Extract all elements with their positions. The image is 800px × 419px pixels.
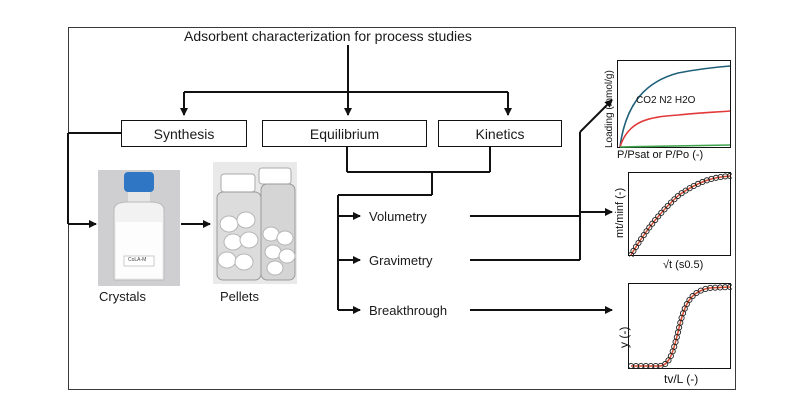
curve-marker [652, 216, 659, 224]
pellets-photo [213, 162, 297, 284]
curve-marker [661, 206, 668, 213]
isotherm-legend-text: CO2 N2 H2O [636, 95, 696, 106]
crystals-photo: CoLA-M [98, 170, 180, 286]
curve-marker [674, 192, 681, 200]
isotherm-xlabel: P/Psat or P/Po (-) [617, 149, 704, 161]
isotherm-curves [619, 65, 731, 148]
curve-marker [726, 173, 732, 180]
isotherm-ylabel: Loading (mmol/g) [604, 70, 615, 148]
pellets-jars-image [213, 162, 297, 284]
kinetics-label: Kinetics [475, 125, 525, 142]
synthesis-label: Synthesis [153, 125, 215, 142]
breakthrough-curve [629, 284, 732, 370]
curve-marker [649, 220, 656, 227]
curve-marker [643, 228, 650, 235]
pellets-label: Pellets [220, 289, 260, 304]
jar-label: CoLA-M [128, 257, 147, 263]
figure-title: Adsorbent characterization for process s… [184, 28, 472, 44]
uptake-ylabel: mt/minf (-) [614, 187, 626, 238]
equilibrium-box: Equilibrium [262, 120, 427, 147]
curve-marker [658, 209, 665, 216]
n2-curve [619, 110, 731, 148]
gravimetry-label: Gravimetry [369, 253, 433, 268]
curve-marker [689, 293, 696, 300]
co2-curve [619, 65, 731, 148]
isotherm-plot [617, 60, 731, 148]
crystals-label: Crystals [99, 289, 146, 304]
curve-marker [664, 202, 671, 209]
uptake-xlabel: √t (s0.5) [663, 259, 704, 271]
isotherm-legend: CO2 N2 H2O [636, 95, 695, 106]
h2o-curve [619, 144, 731, 148]
curve-marker [686, 296, 693, 303]
synthesis-box: Synthesis [121, 120, 247, 147]
crystals-bottle-image [98, 170, 180, 286]
breakthrough-plot [628, 283, 732, 370]
uptake-curve [629, 173, 732, 257]
curve-marker [726, 284, 732, 291]
curve-marker [662, 360, 669, 368]
curve-marker [722, 173, 729, 180]
curve-marker [655, 213, 662, 220]
volumetry-label: Volumetry [369, 209, 427, 224]
kinetics-box: Kinetics [438, 120, 562, 147]
breakthrough-xlabel: tv/L (-) [664, 372, 699, 386]
breakthrough-ylabel: y (-) [617, 326, 631, 348]
equilibrium-label: Equilibrium [309, 125, 380, 142]
curve-marker [667, 199, 675, 206]
uptake-plot [628, 172, 732, 257]
curve-marker [646, 224, 653, 231]
breakthrough-label: Breakthrough [369, 303, 448, 318]
curve-marker [671, 196, 678, 203]
curve-marker [717, 173, 724, 181]
